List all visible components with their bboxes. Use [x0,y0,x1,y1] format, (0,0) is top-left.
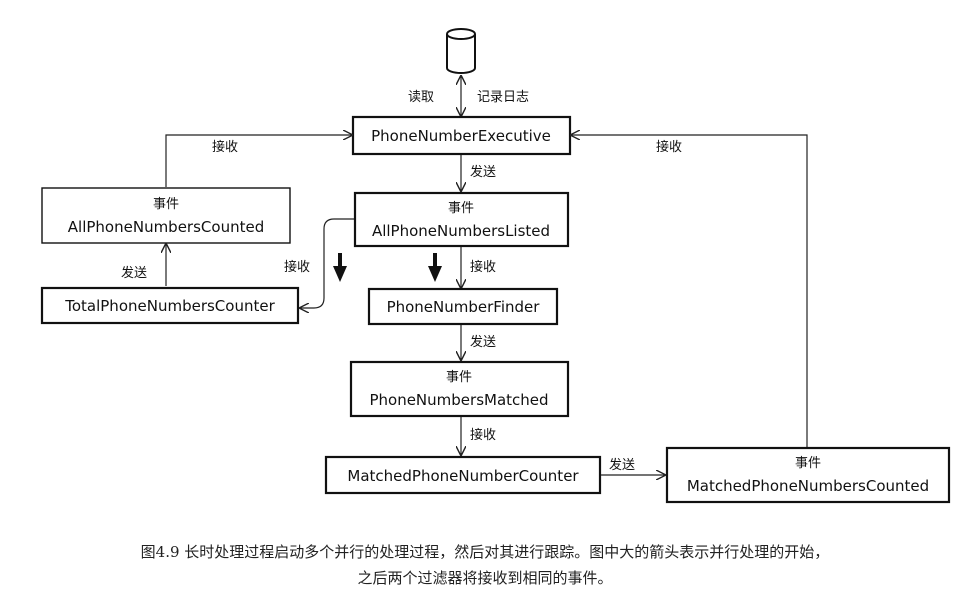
db-log-label: 记录日志 [477,90,529,105]
database-icon [446,28,476,74]
total-receive-label: 接收 [284,259,310,275]
counted-to-executive-arrow [165,135,352,187]
left-receive-label: 接收 [212,139,238,155]
node-phone-number-finder: PhoneNumberFinder [367,287,559,326]
figure-caption-line-2: 之后两个过滤器将接收到相同的事件。 [357,569,613,587]
db-read-label: 读取 [408,90,434,105]
listed-to-total-counter-arrow [300,218,354,308]
node-matched-phone-number-counter: MatchedPhoneNumberCounter [324,455,602,495]
counted-event-tag: 事件 [153,197,179,212]
node-phone-numbers-matched: 事件 PhoneNumbersMatched [349,360,570,418]
node-all-phone-numbers-listed: 事件 AllPhoneNumbersListed [353,191,570,248]
parallel-start-arrow-right [428,253,442,282]
matched-counted-to-executive-arrow [571,135,808,447]
listed-event-tag: 事件 [448,201,474,216]
listed-event-name: AllPhoneNumbersListed [372,222,550,240]
right-receive-label: 接收 [656,139,682,155]
total-counter-name: TotalPhoneNumbersCounter [64,297,275,315]
executive-name: PhoneNumberExecutive [371,127,551,145]
counted-event-name: AllPhoneNumbersCounted [68,218,264,236]
matched-counter-name: MatchedPhoneNumberCounter [347,467,579,485]
node-phone-number-executive: PhoneNumberExecutive [351,115,572,156]
parallel-start-arrow-left [333,253,347,282]
node-matched-phone-numbers-counted: 事件 MatchedPhoneNumbersCounted [665,446,951,504]
figure-caption-line-1: 图4.9 长时处理过程启动多个并行的处理过程，然后对其进行跟踪。图中大的箭头表示… [140,543,830,561]
finder-receive-label: 接收 [470,259,496,275]
matched-event-tag: 事件 [446,370,472,385]
exec-send-label: 发送 [470,164,496,180]
matched-counted-event-name: MatchedPhoneNumbersCounted [687,477,929,495]
matched-send-label: 发送 [609,457,635,473]
matched-counted-event-tag: 事件 [795,456,821,471]
matched-event-name: PhoneNumbersMatched [369,391,548,409]
matched-receive-label: 接收 [470,427,496,443]
node-total-phone-numbers-counter: TotalPhoneNumbersCounter [40,286,300,325]
finder-send-label: 发送 [470,334,496,350]
node-all-phone-numbers-counted: 事件 AllPhoneNumbersCounted [41,187,291,244]
counter-send-label: 发送 [121,265,147,281]
finder-name: PhoneNumberFinder [387,298,541,316]
